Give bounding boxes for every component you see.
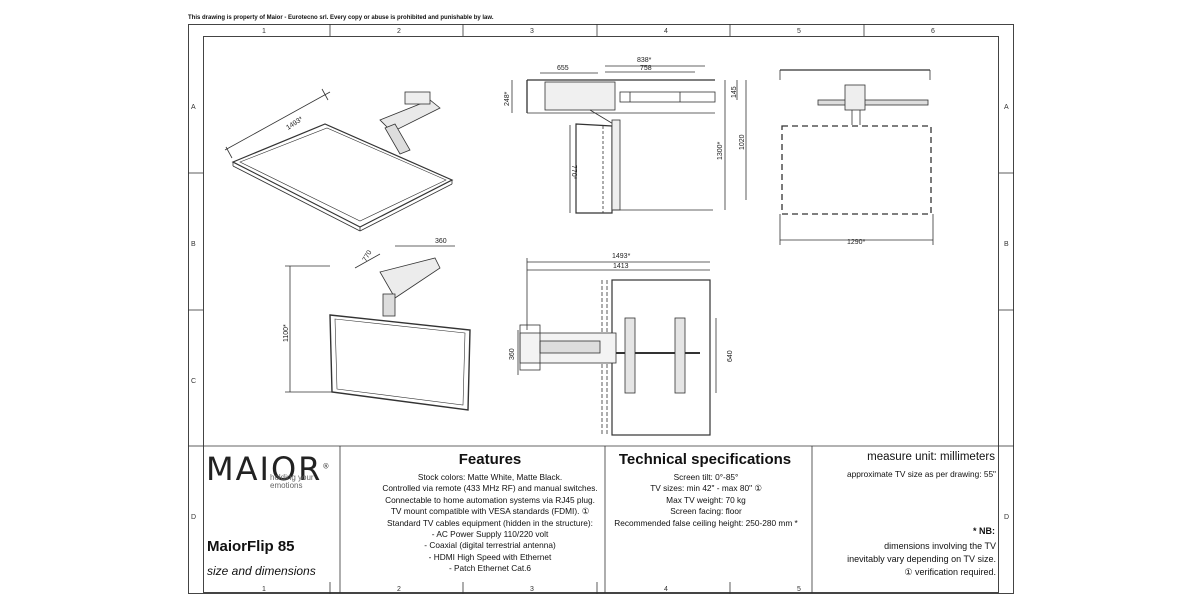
features-line: - Patch Ethernet Cat.6 bbox=[448, 563, 532, 574]
tech-spec-line: Screen tilt: 0°-85° bbox=[673, 472, 739, 482]
dim-front-1290: 1290* bbox=[847, 239, 866, 246]
note-line: inevitably vary depending on TV size. bbox=[847, 554, 996, 564]
dim-plan-360: 360 bbox=[509, 348, 516, 360]
dim-side-1020: 1020 bbox=[739, 134, 746, 150]
approx-tv-size: approximate TV size as per drawing: 55" bbox=[847, 469, 996, 479]
features-line: - Coaxial (digital terrestrial antenna) bbox=[424, 540, 556, 551]
dim-side-1300: 1300* bbox=[717, 141, 724, 160]
model-name: MaiorFlip 85 bbox=[207, 538, 295, 555]
dim-plan-1493: 1493* bbox=[612, 253, 631, 260]
grid-col-4-top: 4 bbox=[664, 28, 668, 35]
logo-tagline: holding your emotions bbox=[270, 473, 314, 490]
grid-col-3-top: 3 bbox=[530, 28, 534, 35]
features-line: TV mount compatible with VESA standards … bbox=[390, 506, 590, 517]
dim-plan-640: 640 bbox=[727, 350, 734, 362]
tech-spec-line: Recommended false ceiling height: 250-28… bbox=[614, 517, 798, 528]
grid-col-1-bottom: 1 bbox=[262, 586, 266, 593]
grid-row-d-left: D bbox=[191, 514, 197, 521]
tech-specs-title: Technical specifications bbox=[618, 451, 792, 468]
features-line: Standard TV cables equipment (hidden in … bbox=[386, 517, 593, 528]
dim-iso-bottom-360: 360 bbox=[435, 238, 447, 245]
features-line: Connectable to home automation systems v… bbox=[385, 494, 595, 505]
dim-side-770: 770* bbox=[570, 165, 577, 180]
features-line: - HDMI High Speed with Ethernet bbox=[428, 551, 552, 562]
features-list: Stock colors: Matte White, Matte Black. … bbox=[350, 472, 630, 575]
grid-row-a-left: A bbox=[191, 104, 196, 111]
grid-row-b-right: B bbox=[1004, 241, 1009, 248]
grid-col-5-bottom: 5 bbox=[797, 586, 801, 593]
grid-col-2-bottom: 2 bbox=[397, 586, 401, 593]
dim-side-248: 248* bbox=[504, 91, 511, 106]
grid-col-2-top: 2 bbox=[397, 28, 401, 35]
grid-row-c-left: C bbox=[191, 378, 197, 385]
grid-row-b-left: B bbox=[191, 241, 196, 248]
features-title: Features bbox=[458, 451, 522, 468]
grid-col-3-bottom: 3 bbox=[530, 586, 534, 593]
notes-list: dimensions involving the TV inevitably v… bbox=[820, 540, 996, 579]
tech-specs-list: Screen tilt: 0°-85° TV sizes: min 42" - … bbox=[606, 472, 806, 529]
dim-iso-bottom-1100: 1100* bbox=[283, 324, 290, 342]
grid-col-1-top: 1 bbox=[262, 28, 266, 35]
tech-spec-line: Screen facing: floor bbox=[670, 506, 742, 517]
nb-label: * NB: bbox=[973, 526, 995, 536]
features-line: - AC Power Supply 110/220 volt bbox=[431, 529, 549, 540]
grid-row-d-right: D bbox=[1004, 514, 1010, 521]
grid-col-4-bottom: 4 bbox=[664, 586, 668, 593]
tech-spec-line: Max TV weight: 70 kg bbox=[666, 494, 746, 505]
disclaimer: This drawing is property of Maior - Euro… bbox=[188, 15, 494, 21]
dim-side-758: 758 bbox=[640, 65, 652, 72]
drawing-inner-frame bbox=[203, 36, 999, 593]
dim-plan-1413: 1413 bbox=[613, 263, 629, 270]
maior-logo: MAIOR® bbox=[206, 450, 332, 488]
dim-side-655: 655 bbox=[557, 65, 569, 72]
dim-side-145: 145 bbox=[731, 86, 738, 98]
grid-row-a-right: A bbox=[1004, 104, 1009, 111]
note-line: dimensions involving the TV bbox=[884, 541, 996, 551]
tech-spec-line: TV sizes: min 42" - max 80" ① bbox=[650, 483, 762, 494]
dim-side-838: 838* bbox=[637, 57, 652, 64]
measure-unit: measure unit: millimeters bbox=[867, 451, 995, 463]
drawing-frame bbox=[188, 24, 1014, 594]
grid-col-5-top: 5 bbox=[797, 28, 801, 35]
drawing-subtitle: size and dimensions bbox=[207, 564, 316, 578]
features-line: Stock colors: Matte White, Matte Black. bbox=[417, 472, 563, 482]
note-line: ① verification required. bbox=[904, 567, 996, 577]
grid-col-6-top: 6 bbox=[931, 28, 935, 35]
dim-iso-bottom-770: 770 bbox=[362, 249, 374, 263]
dim-iso-top-diag: 1493* bbox=[285, 116, 304, 132]
features-line: Controlled via remote (433 MHz RF) and m… bbox=[382, 483, 598, 494]
